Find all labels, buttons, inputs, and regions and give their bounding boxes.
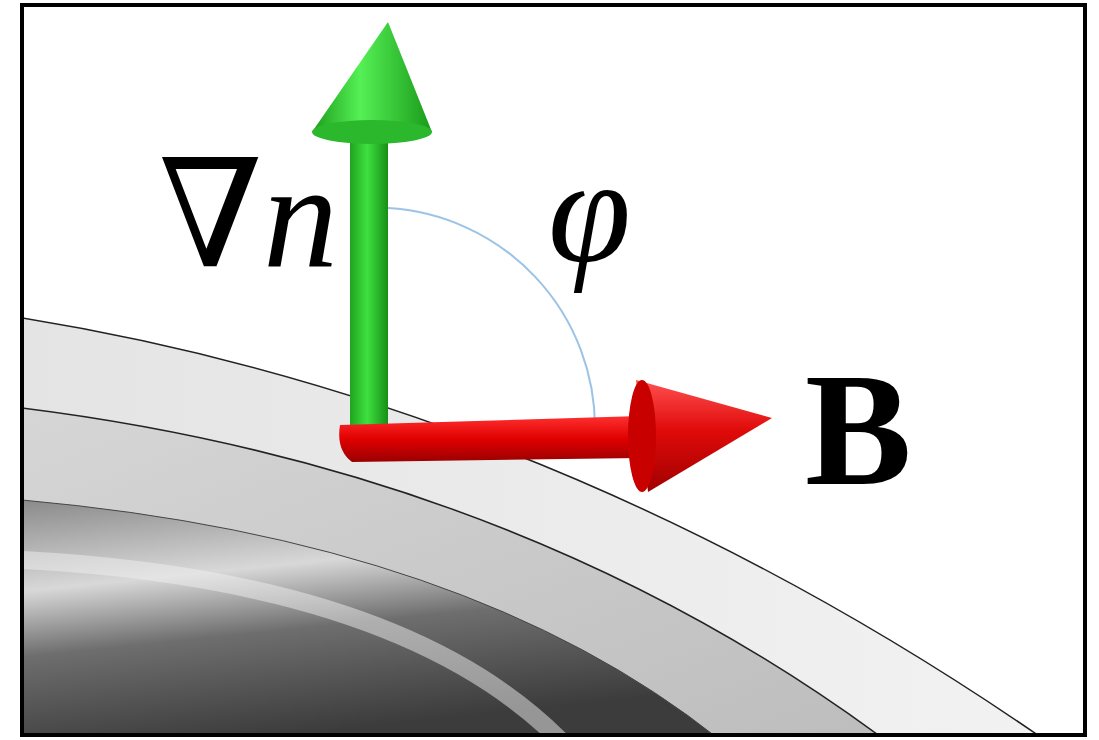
surface-highlight bbox=[24, 560, 560, 733]
field-arrow bbox=[339, 380, 772, 492]
gradient-label: ∇n bbox=[158, 140, 338, 290]
torus-top-surface bbox=[24, 318, 1045, 733]
frame bbox=[22, 5, 1085, 735]
field-label: B bbox=[805, 350, 912, 510]
torus-inner bbox=[24, 500, 720, 733]
torus-band bbox=[24, 408, 885, 733]
angle-label: φ bbox=[548, 135, 631, 285]
